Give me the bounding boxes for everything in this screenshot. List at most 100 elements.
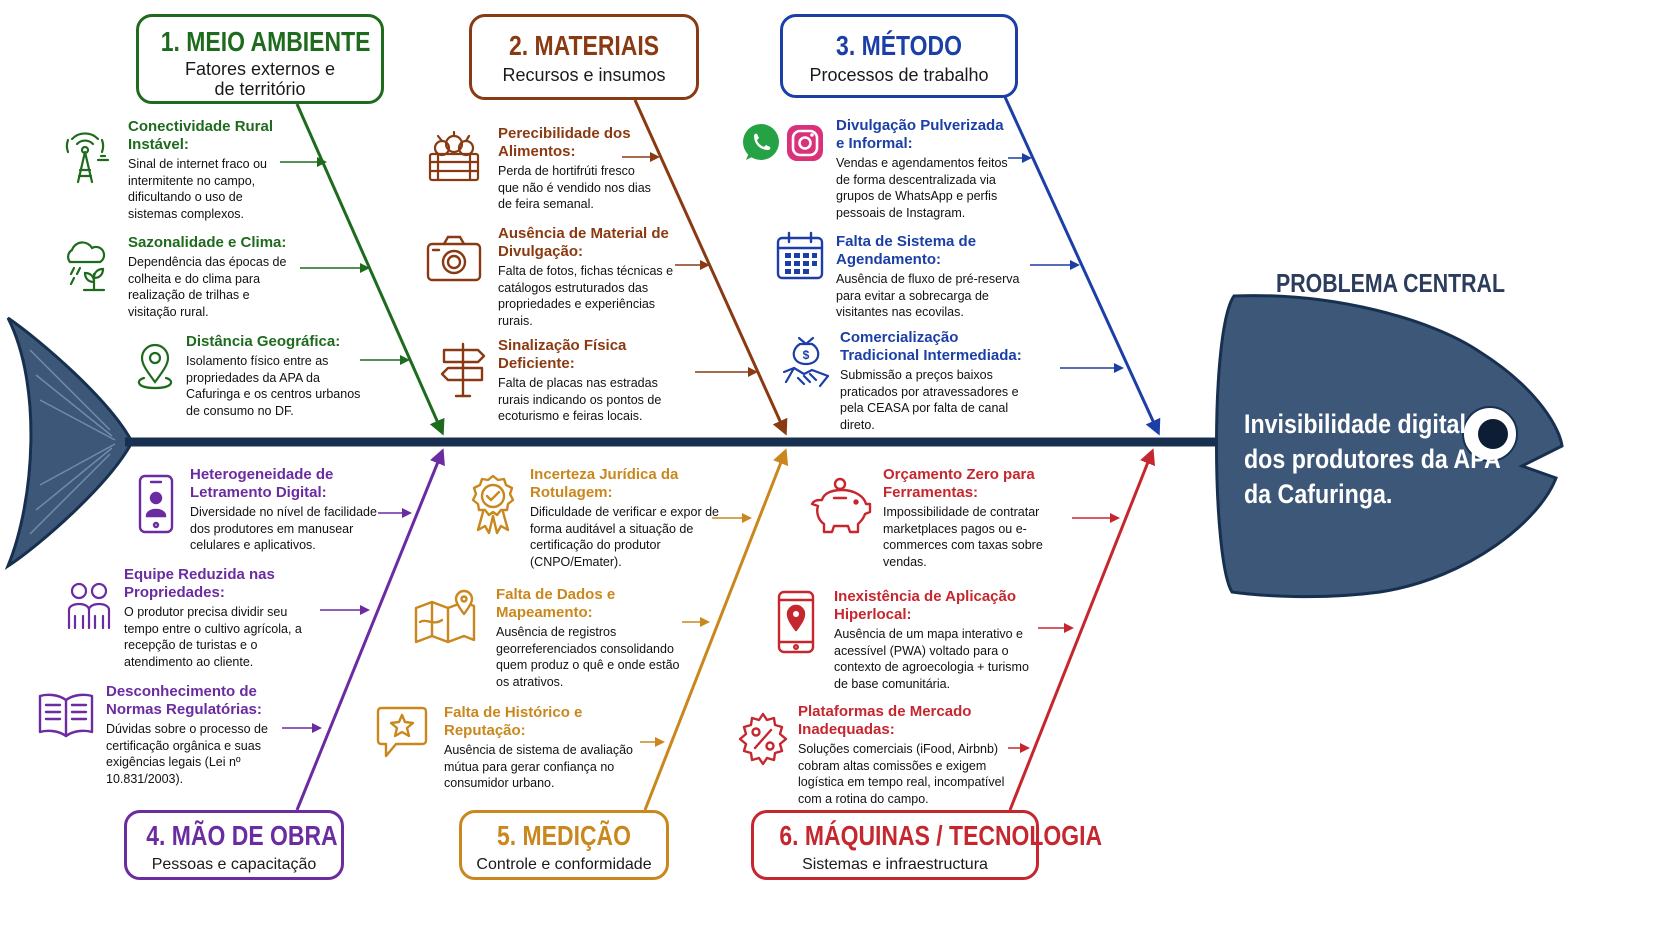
category-mao-de-obra: 4. MÃO DE OBRA Pessoas e capacitação xyxy=(124,810,344,880)
category-title: 6. MÁQUINAS / TECNOLOGIA xyxy=(779,820,1103,851)
category-materiais: 2. MATERIAIS Recursos e insumos xyxy=(469,14,699,100)
cause-comercializacao: Comercialização Tradicional Intermediada… xyxy=(840,329,1040,433)
camera-icon xyxy=(424,232,484,284)
whatsapp-instagram-icon xyxy=(742,122,826,164)
cause-title: Plataformas de Mercado Inadequadas: xyxy=(798,703,972,738)
cause-title: Falta de Sistema de Agendamento: xyxy=(836,233,977,268)
cause-incerteza-juridica: Incerteza Jurídica da Rotulagem: Dificul… xyxy=(530,466,720,570)
cause-title: Equipe Reduzida nas Propriedades: xyxy=(124,566,275,601)
cause-material-divulgacao: Ausência de Material de Divulgação: Falt… xyxy=(498,225,683,329)
category-meio-ambiente: 1. MEIO AMBIENTE Fatores externos e de t… xyxy=(136,14,384,104)
phone-location-icon xyxy=(776,590,816,654)
people-icon xyxy=(66,582,112,630)
cause-text: Perda de hortifrúti fresco que não é ven… xyxy=(498,164,651,211)
cause-text: Ausência de um mapa interativo e acessív… xyxy=(834,627,1029,691)
cause-text: Dependência das épocas de colheita e do … xyxy=(128,255,287,319)
category-title: 3. MÉTODO xyxy=(836,30,962,61)
cause-title: Sinalização Física Deficiente: xyxy=(498,337,627,372)
category-title: 2. MATERIAIS xyxy=(508,30,660,61)
category-subtitle: Pessoas e capacitação xyxy=(151,856,317,873)
bone-medicao xyxy=(643,448,789,811)
cause-sazonalidade: Sazonalidade e Clima: Dependência das ép… xyxy=(128,234,293,320)
percent-gear-icon xyxy=(736,712,790,766)
cause-equipe-reduzida: Equipe Reduzida nas Propriedades: O prod… xyxy=(124,566,314,670)
cause-text: Diversidade no nível de facilidade dos p… xyxy=(190,505,377,552)
smartphone-user-icon xyxy=(136,474,176,534)
cause-divulgacao-pulverizada: Divulgação Pulverizada e Informal: Venda… xyxy=(836,117,1016,221)
cause-title: Desconhecimento de Normas Regulatórias: xyxy=(106,683,262,718)
cause-sistema-agendamento: Falta de Sistema de Agendamento: Ausênci… xyxy=(836,233,1031,321)
cause-title: Sazonalidade e Clima: xyxy=(128,234,287,251)
piggy-bank-icon xyxy=(808,474,874,536)
cause-text: Ausência de fluxo de pré-reserva para ev… xyxy=(836,272,1020,319)
cause-text: Soluções comerciais (iFood, Airbnb) cobr… xyxy=(798,742,1005,806)
central-problem-label: PROBLEMA CENTRAL xyxy=(1276,268,1505,298)
cause-text: Impossibilidade de contratar marketplace… xyxy=(883,505,1043,569)
map-pin-icon xyxy=(128,340,182,394)
cause-sinalizacao: Sinalização Física Deficiente: Falta de … xyxy=(498,337,688,425)
money-handshake-icon: $ xyxy=(780,332,832,392)
cause-plataformas-mercado: Plataformas de Mercado Inadequadas: Solu… xyxy=(798,703,1013,807)
category-subtitle: Fatores externos e de território xyxy=(184,59,336,99)
category-subtitle: Controle e conformidade xyxy=(476,856,652,873)
cause-perecibilidade: Perecibilidade dos Alimentos: Perda de h… xyxy=(498,125,658,213)
bone-maquinas xyxy=(1008,448,1156,811)
cloud-rain-plant-icon xyxy=(58,238,112,292)
category-subtitle: Processos de trabalho xyxy=(809,65,989,85)
cause-orcamento-zero: Orçamento Zero para Ferramentas: Impossi… xyxy=(883,466,1073,570)
cause-dados-mapeamento: Falta de Dados e Mapeamento: Ausência de… xyxy=(496,586,686,690)
signpost-icon xyxy=(438,340,488,398)
category-maquinas: 6. MÁQUINAS / TECNOLOGIA Sistemas e infr… xyxy=(751,810,1103,880)
cause-title: Heterogeneidade de Letramento Digital: xyxy=(190,466,334,501)
fish-tail xyxy=(4,316,134,570)
cause-title: Ausência de Material de Divulgação: xyxy=(498,225,669,260)
cause-title: Falta de Histórico e Reputação: xyxy=(444,704,583,739)
produce-crate-icon xyxy=(424,126,484,186)
cause-normas-regulatorias: Desconhecimento de Normas Regulatórias: … xyxy=(106,683,291,787)
certified-badge-icon xyxy=(470,474,516,536)
cause-text: Ausência de sistema de avaliação mútua p… xyxy=(444,743,634,790)
bone-materiais xyxy=(633,99,788,436)
cause-title: Orçamento Zero para Ferramentas: xyxy=(883,466,1035,501)
cause-title: Divulgação Pulverizada e Informal: xyxy=(836,117,1004,152)
bone-mao-de-obra xyxy=(295,448,445,811)
cause-distancia: Distância Geográfica: Isolamento físico … xyxy=(186,333,361,419)
bone-metodo xyxy=(1003,96,1161,436)
cause-text: Submissão a preços baixos praticados por… xyxy=(840,368,1019,432)
category-subtitle: Sistemas e infraestructura xyxy=(802,856,988,873)
antenna-icon xyxy=(58,130,112,184)
svg-text:$: $ xyxy=(803,348,810,362)
folded-map-icon xyxy=(412,589,478,644)
category-title: 1. MEIO AMBIENTE xyxy=(160,26,371,57)
cause-text: Falta de placas nas estradas rurais indi… xyxy=(498,376,662,423)
central-problem-text: Invisibilidade digital dos produtores da… xyxy=(1244,409,1500,509)
open-book-icon xyxy=(36,690,96,738)
cause-title: Conectividade Rural Instável: xyxy=(128,118,274,153)
cause-title: Incerteza Jurídica da Rotulagem: xyxy=(530,466,679,501)
category-metodo: 3. MÉTODO Processos de trabalho xyxy=(780,14,1018,98)
cause-text: Sinal de internet fraco ou intermitente … xyxy=(128,157,267,221)
cause-title: Falta de Dados e Mapeamento: xyxy=(496,586,616,621)
cause-historico-reputacao: Falta de Histórico e Reputação: Ausência… xyxy=(444,704,644,792)
category-subtitle: Recursos e insumos xyxy=(502,65,666,85)
calendar-icon xyxy=(774,230,826,282)
category-medicao: 5. MEDIÇÃO Controle e conformidade xyxy=(459,810,669,880)
cause-text: Ausência de registros georreferenciados … xyxy=(496,625,680,689)
fish-head xyxy=(1215,294,1564,599)
cause-title: Inexistência de Aplicação Hiperlocal: xyxy=(834,588,1017,623)
star-chat-icon xyxy=(374,704,430,760)
cause-text: Falta de fotos, fichas técnicas e catálo… xyxy=(498,264,674,328)
category-title: 4. MÃO DE OBRA xyxy=(146,820,338,851)
cause-text: Vendas e agendamentos feitos de forma de… xyxy=(836,156,1008,220)
cause-title: Perecibilidade dos Alimentos: xyxy=(498,125,631,160)
cause-aplicacao-hiperlocal: Inexistência de Aplicação Hiperlocal: Au… xyxy=(834,588,1039,692)
cause-title: Distância Geográfica: xyxy=(186,333,341,350)
cause-text: O produtor precisa dividir seu tempo ent… xyxy=(124,605,302,669)
cause-conectividade: Conectividade Rural Instável: Sinal de i… xyxy=(128,118,288,222)
cause-letramento-digital: Heterogeneidade de Letramento Digital: D… xyxy=(190,466,380,554)
cause-text: Isolamento físico entre as propriedades … xyxy=(186,354,361,418)
category-title: 5. MEDIÇÃO xyxy=(497,820,631,851)
cause-title: Comercialização Tradicional Intermediada… xyxy=(840,329,1022,364)
cause-text: Dúvidas sobre o processo de certificação… xyxy=(106,722,268,786)
